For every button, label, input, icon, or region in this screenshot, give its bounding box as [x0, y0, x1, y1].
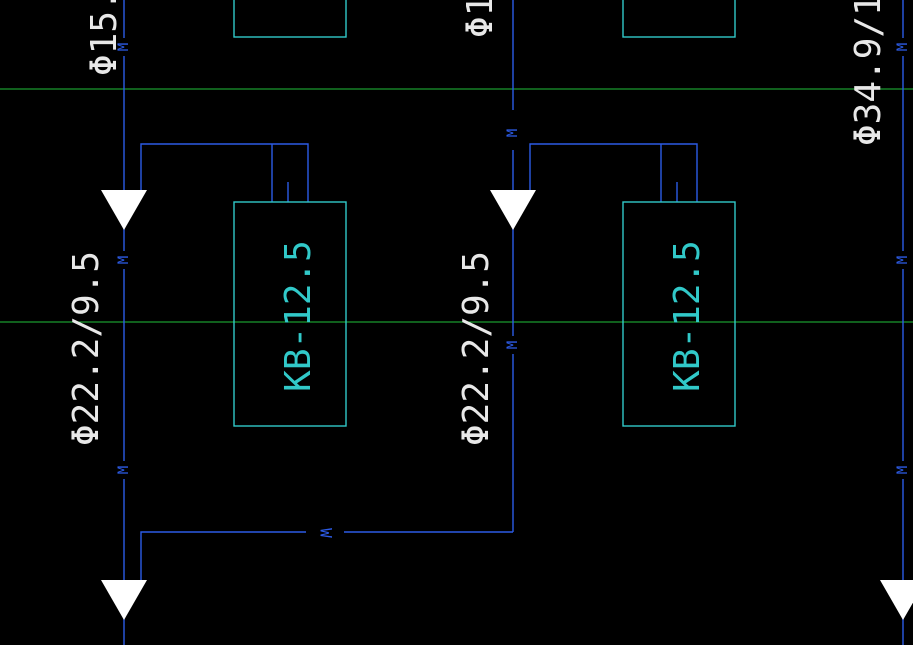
pipe-marker-m: M	[505, 341, 521, 349]
flow-arrow-right-lower	[880, 580, 913, 620]
pipe-marker-m: M	[116, 43, 132, 51]
pipe-label-left-mid: Φ22.2/9.5	[66, 251, 107, 446]
branch-pipe-center-outer	[529, 143, 698, 202]
indoor-units	[233, 0, 736, 427]
marker-gap	[117, 251, 131, 269]
unit-box-top-right	[622, 0, 736, 38]
marker-gap	[896, 38, 910, 56]
horizontal-return-pipe	[140, 531, 513, 580]
refrigerant-pipes	[123, 0, 904, 645]
flow-arrow-left-upper	[101, 190, 147, 230]
branch-pipe-left-outer	[140, 143, 309, 202]
pipe-marker-m: M	[895, 43, 911, 51]
pipe-label-mid-top: Φ1	[460, 0, 501, 38]
pipe-marker-m: M	[116, 466, 132, 474]
marker-gap	[896, 461, 910, 479]
horizontal-pipe-marker: W	[306, 522, 344, 542]
unit-box-left	[233, 201, 347, 427]
flow-arrow-left-lower	[101, 580, 147, 620]
reference-lines	[0, 88, 913, 323]
marker-w: W	[317, 528, 336, 538]
marker-gap	[306, 522, 344, 542]
pipe-marker-m: M	[895, 256, 911, 264]
marker-gap	[506, 124, 520, 142]
pipe-markers: M M M M M M M M	[116, 38, 911, 479]
unit-label-left: KB-12.5	[278, 240, 319, 392]
unit-box-right	[622, 201, 736, 427]
flow-arrow-center	[490, 190, 536, 230]
pipe-marker-m: M	[505, 129, 521, 137]
pipe-marker-m: M	[116, 256, 132, 264]
pipe-label-right-top: Φ34.9/1	[848, 0, 889, 146]
marker-gap	[506, 336, 520, 354]
marker-gap	[117, 461, 131, 479]
flow-arrows	[101, 190, 913, 620]
unit-label-right: KB-12.5	[667, 240, 708, 392]
pipe-label-center-mid: Φ22.2/9.5	[456, 251, 497, 446]
unit-labels: KB-12.5 KB-12.5	[278, 240, 708, 392]
unit-box-top-left	[233, 0, 347, 38]
marker-gap	[896, 251, 910, 269]
marker-gap	[117, 38, 131, 56]
pipe-label-left-top: Φ15.	[84, 0, 125, 76]
pipe-size-labels: Φ15. Φ1 Φ34.9/1 Φ22.2/9.5 Φ22.2/9.5	[66, 0, 889, 446]
pipe-marker-m: M	[895, 466, 911, 474]
